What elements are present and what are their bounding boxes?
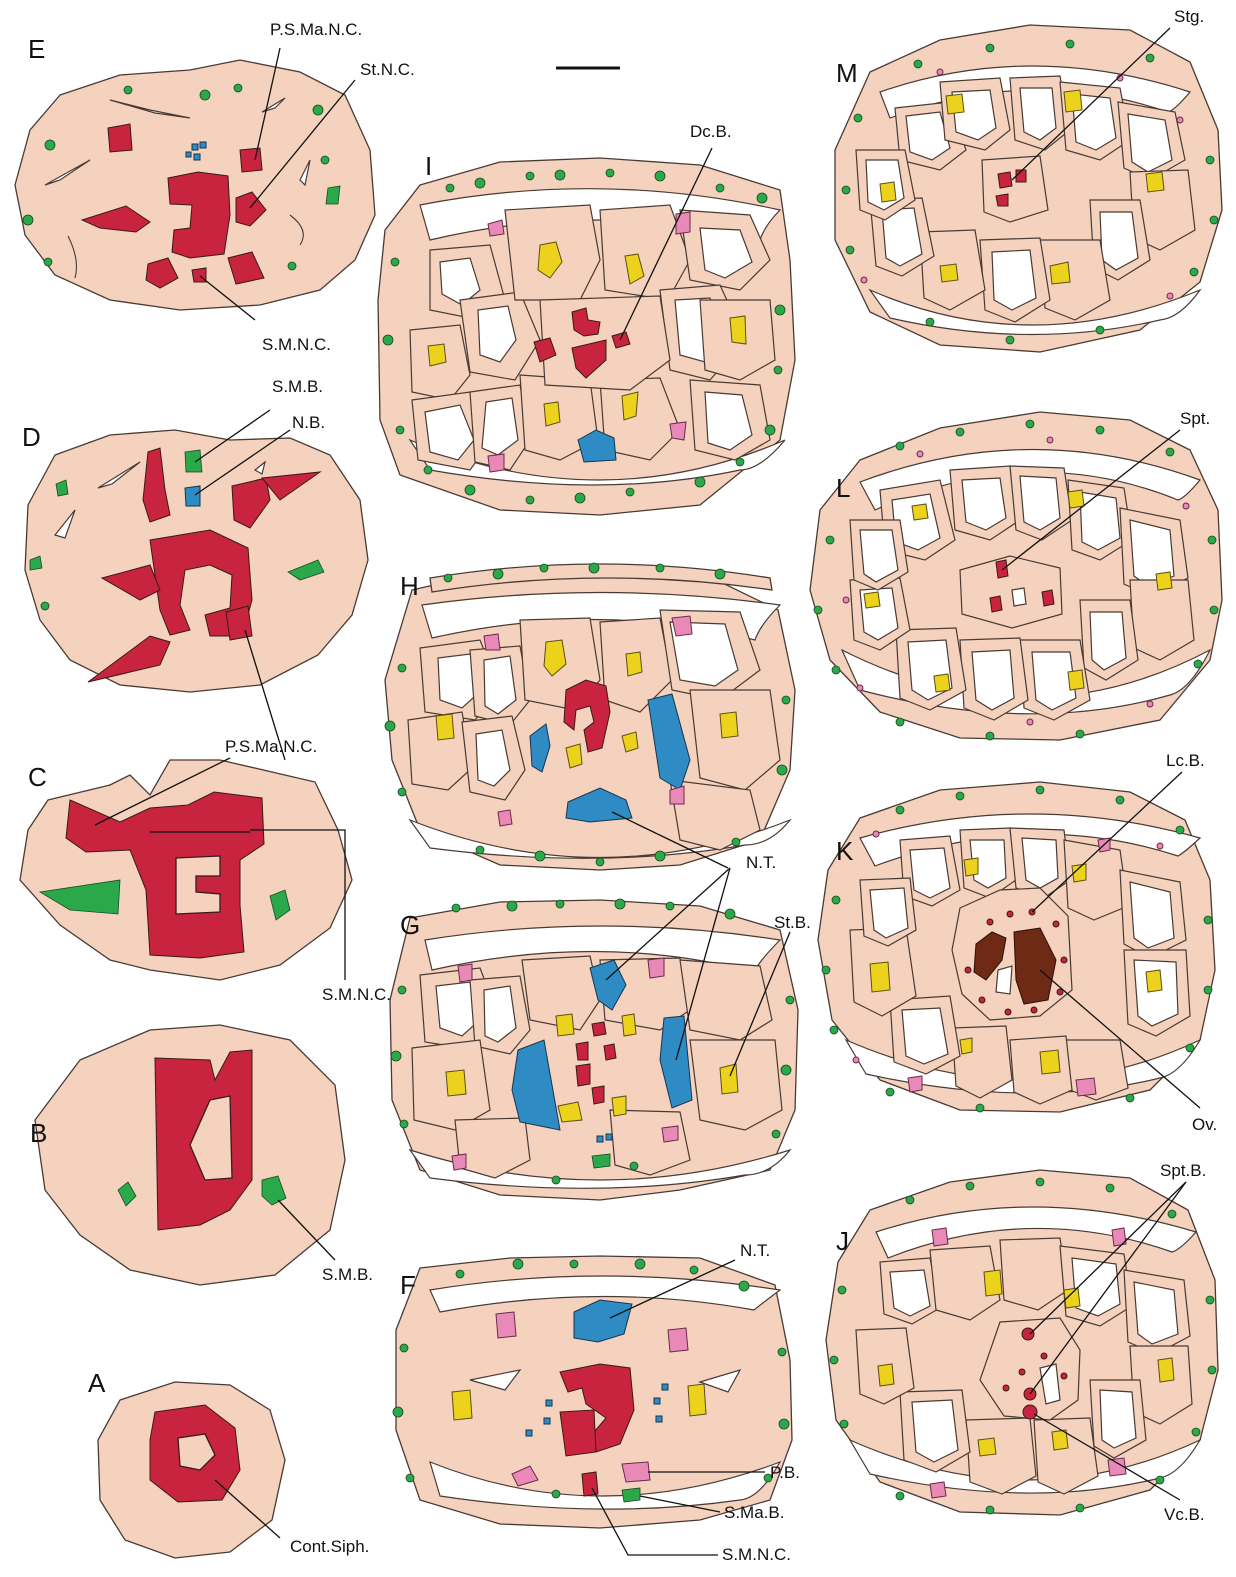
label-nt: N.T. <box>746 853 776 872</box>
panel-letter: I <box>425 151 432 181</box>
label-contsiph: Cont.Siph. <box>290 1537 369 1556</box>
panel-letter: B <box>30 1118 47 1148</box>
label-spt: Spt. <box>1180 409 1210 428</box>
panel-letter: K <box>836 836 854 866</box>
label-lcb: Lc.B. <box>1166 751 1205 770</box>
lc-b-region <box>952 888 1072 1020</box>
panel-letter: C <box>28 762 47 792</box>
panel-letter: M <box>836 58 858 88</box>
label-ov: Ov. <box>1192 1115 1217 1134</box>
label-nt: N.T. <box>740 1241 770 1260</box>
panel-letter: H <box>400 571 419 601</box>
panel-letter: F <box>400 1270 416 1300</box>
panel-letter: J <box>836 1226 849 1256</box>
panel-letter: L <box>836 473 850 503</box>
label-smnc: S.M.N.C. <box>722 1545 791 1564</box>
label-psmanc: P.S.Ma.N.C. <box>225 737 317 756</box>
panel-e: E P.S.Ma.N.C. St.N.C. S.M.N.C. <box>15 20 415 354</box>
n-b-nerve-bundle <box>185 486 200 506</box>
p-b-bundle <box>622 1462 650 1482</box>
panel-letter: E <box>28 34 45 64</box>
panel-h: H <box>385 563 795 870</box>
panel-l: L Spt. <box>810 409 1222 740</box>
nerve-cord <box>226 606 252 640</box>
label-smb: S.M.B. <box>272 377 323 396</box>
label-stnc: St.N.C. <box>360 60 415 79</box>
label-psmanc: P.S.Ma.N.C. <box>270 20 362 39</box>
panel-f: F N.T. P.B. S.Ma.B. S.M.N.C. <box>393 1241 800 1564</box>
sm-b-muscle-bundle <box>185 450 202 472</box>
panel-letter: D <box>22 422 41 452</box>
panel-j: J Spt.B. Vc.B. <box>826 1161 1218 1524</box>
label-pb: P.B. <box>770 1463 800 1482</box>
panel-d: D S.M.B. N.B. <box>22 377 368 760</box>
label-sptb: Spt.B. <box>1160 1161 1206 1180</box>
panel-c: C P.S.Ma.N.C. S.M.N.C. <box>20 737 391 1004</box>
stg-stomach-region <box>982 156 1048 222</box>
label-stb: St.B. <box>774 913 811 932</box>
panel-b: B S.M.B. <box>30 1025 373 1285</box>
nerve-cord <box>108 124 132 152</box>
panel-k: K Lc.B. Ov. <box>818 751 1217 1134</box>
panel-a: A Cont.Siph. <box>88 1368 369 1558</box>
label-nb: N.B. <box>292 413 325 432</box>
label-smnc: S.M.N.C. <box>322 985 391 1004</box>
st-b-bundle <box>720 1064 738 1094</box>
panel-letter: G <box>400 910 420 940</box>
s-ma-b-bundle <box>622 1488 640 1502</box>
panel-i: I Dc.B. <box>378 122 795 515</box>
label-stg: Stg. <box>1174 7 1204 26</box>
label-vcb: Vc.B. <box>1164 1505 1205 1524</box>
label-smab: S.Ma.B. <box>724 1503 784 1522</box>
panel-m: M Stg. <box>835 7 1222 352</box>
label-smb: S.M.B. <box>322 1265 373 1284</box>
label-smnc: S.M.N.C. <box>262 335 331 354</box>
nerve-cord <box>240 148 262 172</box>
panel-letter: A <box>88 1368 106 1398</box>
vc-b-blood-vessel <box>1023 1405 1037 1419</box>
panel-g: G N.T. St.B. <box>390 853 811 1200</box>
label-dcb: Dc.B. <box>690 122 732 141</box>
